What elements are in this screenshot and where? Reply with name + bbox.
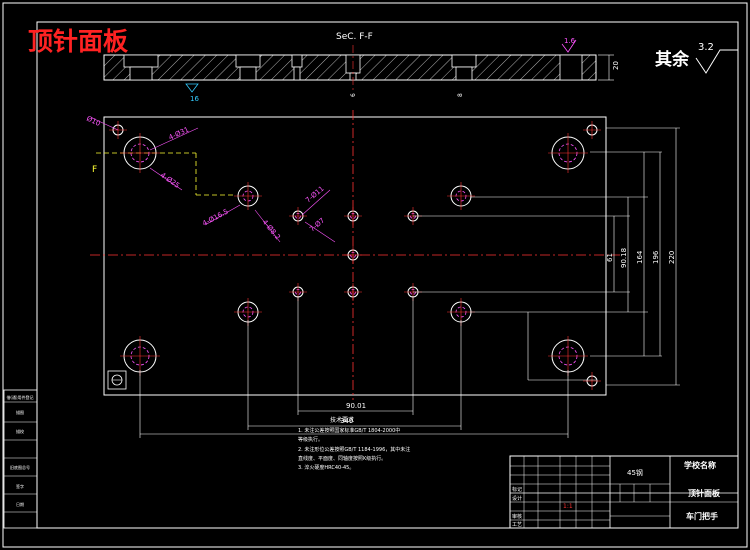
return-hole-tl [234, 182, 262, 210]
strip-label-5: 日期 [16, 501, 24, 507]
dim-h-340: 340 [340, 417, 353, 425]
tech-line-2: 2. 未注形位公差按照GB/T 1184-1996，其中未注 [298, 446, 410, 453]
label-7d11: 7-Ø11 [304, 185, 326, 205]
title-block: 45钢 学校名称 顶针面板 车门把手 1:1 标记 设计 审核 工艺 [509, 455, 739, 529]
tb-row-3: 工艺 [512, 522, 522, 528]
corner-hole-tl [120, 133, 160, 173]
strip-label-1: 描图 [16, 409, 24, 415]
return-hole-tr [447, 182, 475, 210]
section-roughness-bottom: 16 [190, 95, 199, 103]
left-strip: 借(通)用件登记 描图 描校 旧底图总号 签字 日期 [3, 389, 38, 529]
plate-outline [103, 116, 607, 396]
tb-scale: 1:1 [563, 503, 573, 510]
tb-part: 顶针面板 [688, 488, 721, 498]
pin-hole-6 [344, 283, 362, 301]
drawing-title: 顶针面板 [28, 27, 128, 56]
horizontal-dims: 90.01 340 [139, 296, 596, 438]
holes-layer [109, 121, 601, 390]
thickness-dim: 20 [612, 61, 620, 70]
section-label: SeC. F-F [336, 32, 373, 42]
label-7d7: 7-Ø7 [308, 217, 326, 234]
section-roughness-top: 1.6 [564, 37, 576, 45]
dim-v-164: 164 [636, 250, 644, 264]
section-mark-8: 8 [457, 93, 464, 97]
vertical-dims: 61 90.18 164 196 220 [413, 127, 680, 386]
tech-heading: 技术要求 [330, 416, 354, 424]
inner-border [36, 21, 739, 529]
pin-hole-4 [344, 246, 362, 264]
dim-h-9001: 90.01 [346, 402, 366, 410]
tb-row-2: 审核 [512, 513, 522, 520]
section-view: 20 1.6 16 6 8 [103, 37, 620, 103]
strip-label-4: 签字 [16, 483, 24, 489]
pin-hole-2 [344, 207, 362, 225]
tech-line-0: 1. 未注公差按照国家标准GB/T 1804-2000中 [298, 427, 400, 434]
dim-v-220: 220 [668, 251, 676, 264]
guide-hole-tr [583, 121, 601, 139]
dim-v-9018: 90.18 [620, 248, 628, 268]
label-4d165: 4-Ø16.5 [201, 208, 230, 228]
dim-v-61: 61 [606, 253, 614, 262]
tb-row-0: 标记 [512, 486, 522, 493]
tb-material: 45钢 [627, 468, 643, 477]
corner-hole-tr [548, 133, 588, 173]
tb-school: 学校名称 [684, 460, 716, 470]
strip-label-3: 旧底图总号 [10, 464, 30, 470]
roughness-note: 其余 [655, 49, 690, 70]
section-letter: F [92, 165, 97, 175]
label-4d82: 4-Ø8.2 [260, 218, 281, 241]
tech-requirements: 技术要求 1. 未注公差按照国家标准GB/T 1804-2000中 等级执行。 … [298, 416, 410, 471]
projection-symbol [107, 370, 127, 390]
tb-row-1: 设计 [512, 495, 522, 502]
pin-hole-1 [289, 207, 307, 225]
section-mark-6: 6 [350, 93, 357, 97]
roughness-symbol [695, 49, 738, 74]
label-d10: Ø10 [85, 115, 101, 128]
tb-dept: 车门把手 [686, 511, 718, 521]
label-4d25: 4-Ø25 [159, 171, 181, 190]
label-4d31: 4-Ø31 [167, 126, 190, 142]
tech-line-3: 直线度、平面度、同轴度按照K级执行。 [298, 455, 386, 462]
strip-label-0: 借(通)用件登记 [6, 394, 33, 400]
tech-line-1: 等级执行。 [298, 436, 323, 443]
strip-label-2: 描校 [16, 428, 24, 434]
dim-v-196: 196 [652, 250, 660, 264]
tech-line-4: 3. 淬火硬度HRC40-45。 [298, 464, 354, 471]
hole-labels: Ø10 4-Ø31 4-Ø25 4-Ø16.5 4-Ø8.2 7-Ø11 7-Ø… [85, 115, 336, 243]
roughness-value: 3.2 [698, 42, 714, 53]
guide-hole-br [583, 372, 601, 390]
